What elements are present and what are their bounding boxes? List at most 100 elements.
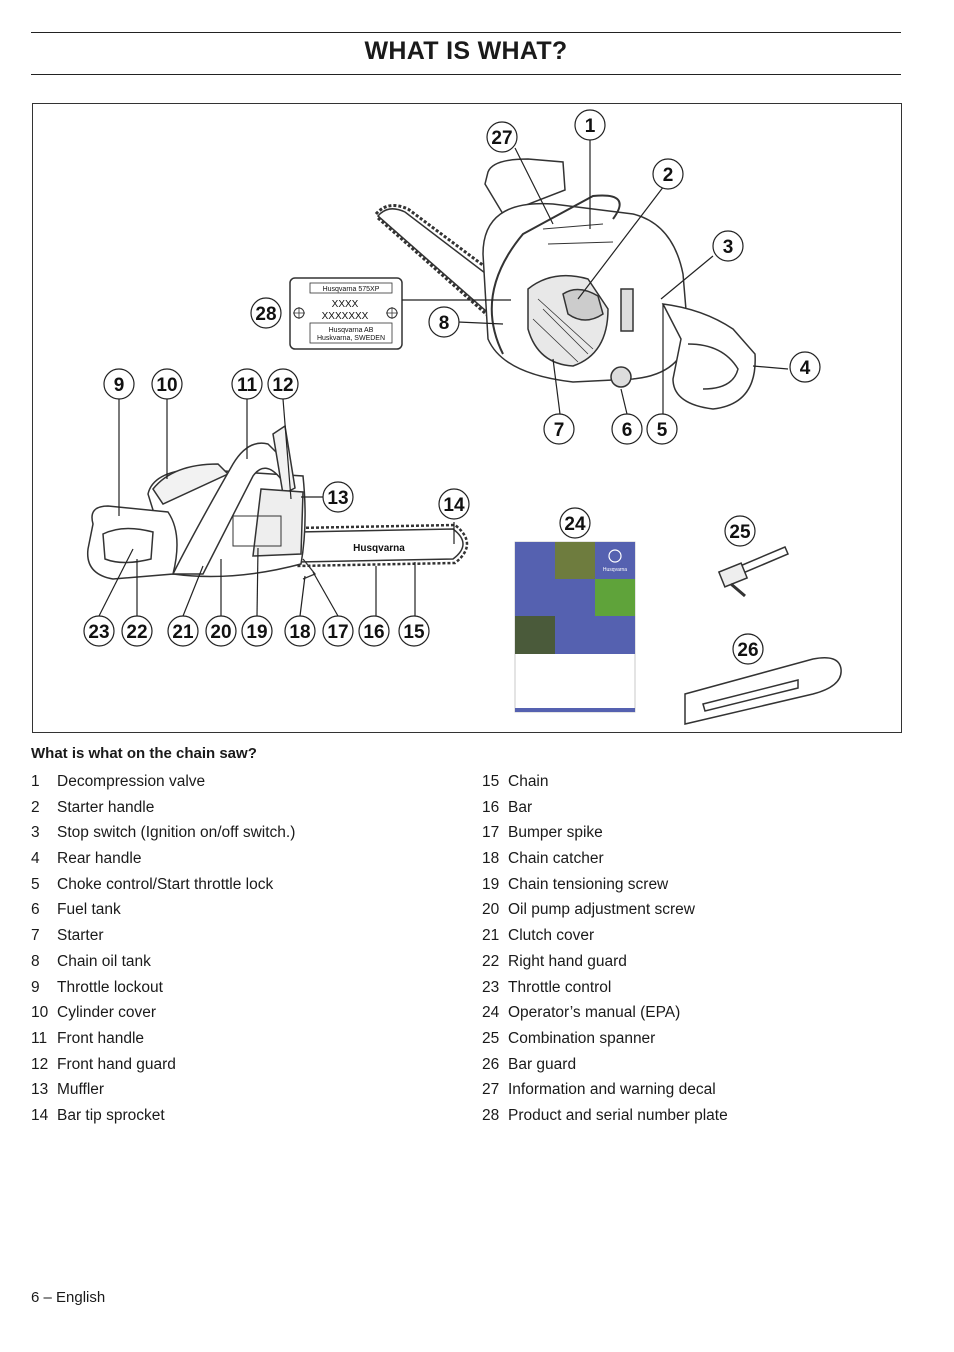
saw-side-illustration bbox=[86, 424, 469, 580]
figure-canvas: Husqvarna 575XP XXXX XXXXXXX Husqvarna A… bbox=[83, 109, 842, 725]
callout-6: 6 bbox=[611, 413, 643, 445]
callout-number: 20 bbox=[210, 622, 231, 643]
callout-number: 16 bbox=[363, 622, 384, 643]
plate-address: Huskvarna, SWEDEN bbox=[317, 335, 385, 342]
callout-5: 5 bbox=[646, 413, 678, 445]
callout-number: 22 bbox=[126, 622, 147, 643]
manual-brand-label: Husqvarna bbox=[603, 567, 627, 573]
callout-number: 19 bbox=[246, 622, 267, 643]
callout-7: 7 bbox=[543, 413, 575, 445]
callout-28: 28 bbox=[250, 297, 282, 329]
plate-maker: Husqvarna AB bbox=[329, 327, 374, 334]
callout-number: 3 bbox=[723, 237, 734, 258]
page-footer: 6 – English bbox=[31, 1289, 106, 1306]
saw-top-illustration bbox=[374, 158, 756, 410]
callout-9: 9 bbox=[103, 368, 135, 400]
callout-18: 18 bbox=[284, 615, 316, 647]
callout-11: 11 bbox=[231, 368, 263, 400]
callout-12: 12 bbox=[267, 368, 299, 400]
callout-23: 23 bbox=[83, 615, 115, 647]
callout-16: 16 bbox=[358, 615, 390, 647]
callout-24: 24 bbox=[559, 507, 591, 539]
callout-number: 7 bbox=[554, 420, 565, 441]
leader-lines bbox=[98, 137, 789, 617]
callout-27: 27 bbox=[486, 121, 518, 153]
callout-25: 25 bbox=[724, 515, 756, 547]
plate-model: Husqvarna 575XP bbox=[323, 286, 380, 293]
callout-10: 10 bbox=[151, 368, 183, 400]
callout-14: 14 bbox=[438, 488, 470, 520]
title-underline bbox=[31, 74, 901, 75]
list-heading: What is what on the chain saw? bbox=[31, 745, 257, 762]
callout-2: 2 bbox=[652, 158, 684, 190]
callout-4: 4 bbox=[789, 351, 821, 383]
callout-22: 22 bbox=[121, 615, 153, 647]
plate-code2: XXXXXXX bbox=[322, 311, 369, 322]
callout-13: 13 bbox=[322, 481, 354, 513]
callout-number: 26 bbox=[737, 640, 758, 661]
callout-20: 20 bbox=[205, 615, 237, 647]
callout-number: 27 bbox=[491, 128, 512, 149]
callout-number: 17 bbox=[327, 622, 348, 643]
combination-spanner-illustration bbox=[717, 546, 789, 598]
callout-number: 25 bbox=[729, 522, 751, 543]
page-title: WHAT IS WHAT? bbox=[364, 37, 568, 65]
callout-number: 14 bbox=[443, 495, 465, 516]
callout-number: 28 bbox=[255, 304, 276, 325]
callout-number: 6 bbox=[622, 420, 633, 441]
callout-number: 8 bbox=[439, 313, 450, 334]
callout-number: 9 bbox=[114, 375, 125, 396]
callout-number: 18 bbox=[289, 622, 310, 643]
callout-number: 11 bbox=[237, 375, 258, 396]
callout-1: 1 bbox=[574, 109, 606, 141]
top-rule bbox=[31, 32, 901, 33]
callout-number: 23 bbox=[88, 622, 109, 643]
callout-3: 3 bbox=[712, 230, 744, 262]
callout-17: 17 bbox=[322, 615, 354, 647]
callout-number: 12 bbox=[272, 375, 293, 396]
serial-number-plate bbox=[289, 277, 403, 350]
bar-brand-label: Husqvarna bbox=[353, 543, 405, 554]
callout-26: 26 bbox=[732, 633, 764, 665]
callout-number: 10 bbox=[156, 375, 177, 396]
callout-number: 21 bbox=[172, 622, 194, 643]
callout-number: 5 bbox=[657, 420, 668, 441]
callout-21: 21 bbox=[167, 615, 199, 647]
chainsaw-parts-figure: Husqvarna 575XP XXXX XXXXXXX Husqvarna A… bbox=[32, 103, 902, 733]
callout-number: 2 bbox=[663, 165, 674, 186]
callout-number: 4 bbox=[800, 358, 811, 379]
callout-number: 13 bbox=[327, 488, 348, 509]
bar-guard-illustration bbox=[684, 657, 842, 725]
callout-19: 19 bbox=[241, 615, 273, 647]
callout-number: 1 bbox=[585, 116, 596, 137]
operators-manual-illustration bbox=[514, 541, 636, 713]
